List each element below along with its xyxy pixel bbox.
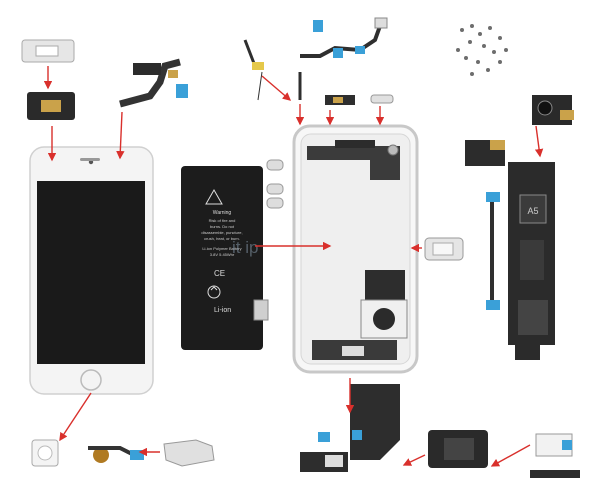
battery: Warning Risk of fire and burns. Do not d… <box>181 166 269 350</box>
battery-warning-line-2: burns. Do not <box>210 224 235 229</box>
logic-board: A5 <box>508 162 555 360</box>
battery-warning-title: Warning <box>213 210 232 216</box>
recycle-icon <box>207 285 221 299</box>
antenna-flex <box>243 39 264 101</box>
battery-warning-line-4: crush, heat, or burn. <box>204 236 240 241</box>
home-button-flex <box>88 446 144 463</box>
watermark: it ip <box>232 238 258 257</box>
home-button-ring <box>80 369 102 391</box>
power-volume-flex <box>298 17 388 100</box>
earpiece-speaker <box>27 92 75 120</box>
dock-connector-flex <box>300 384 400 472</box>
home-button-bracket <box>31 439 59 467</box>
assembly-arrows <box>43 66 544 467</box>
battery-warning-line-1: Risk of fire and <box>209 218 236 223</box>
home-button-shield <box>163 439 215 467</box>
headphone-jack-parts <box>530 433 580 478</box>
sleep-button <box>370 94 394 104</box>
volume-buttons <box>266 159 284 209</box>
battery-spec-line-2: 3.8V 5.45Whr <box>210 252 235 257</box>
board-flex-connector <box>465 140 505 166</box>
sim-tray <box>424 237 464 261</box>
battery-ce-mark: CE <box>214 269 225 278</box>
side-antenna-flex <box>486 192 500 310</box>
vibrator-motor <box>325 95 355 105</box>
battery-spec-line-1: Li-ion Polymer Battery <box>202 246 241 251</box>
battery-li-ion-label: Li-ion <box>214 307 231 314</box>
chip-label: A5 <box>527 206 538 216</box>
rear-housing <box>292 124 419 374</box>
earpiece-bracket <box>21 39 75 63</box>
rear-camera <box>532 95 574 125</box>
loudspeaker <box>428 430 488 468</box>
screws <box>456 24 508 76</box>
battery-warning-line-3: disassemble, puncture, <box>201 230 242 235</box>
front-camera-flex <box>119 58 188 108</box>
front-display-panel <box>29 146 154 395</box>
